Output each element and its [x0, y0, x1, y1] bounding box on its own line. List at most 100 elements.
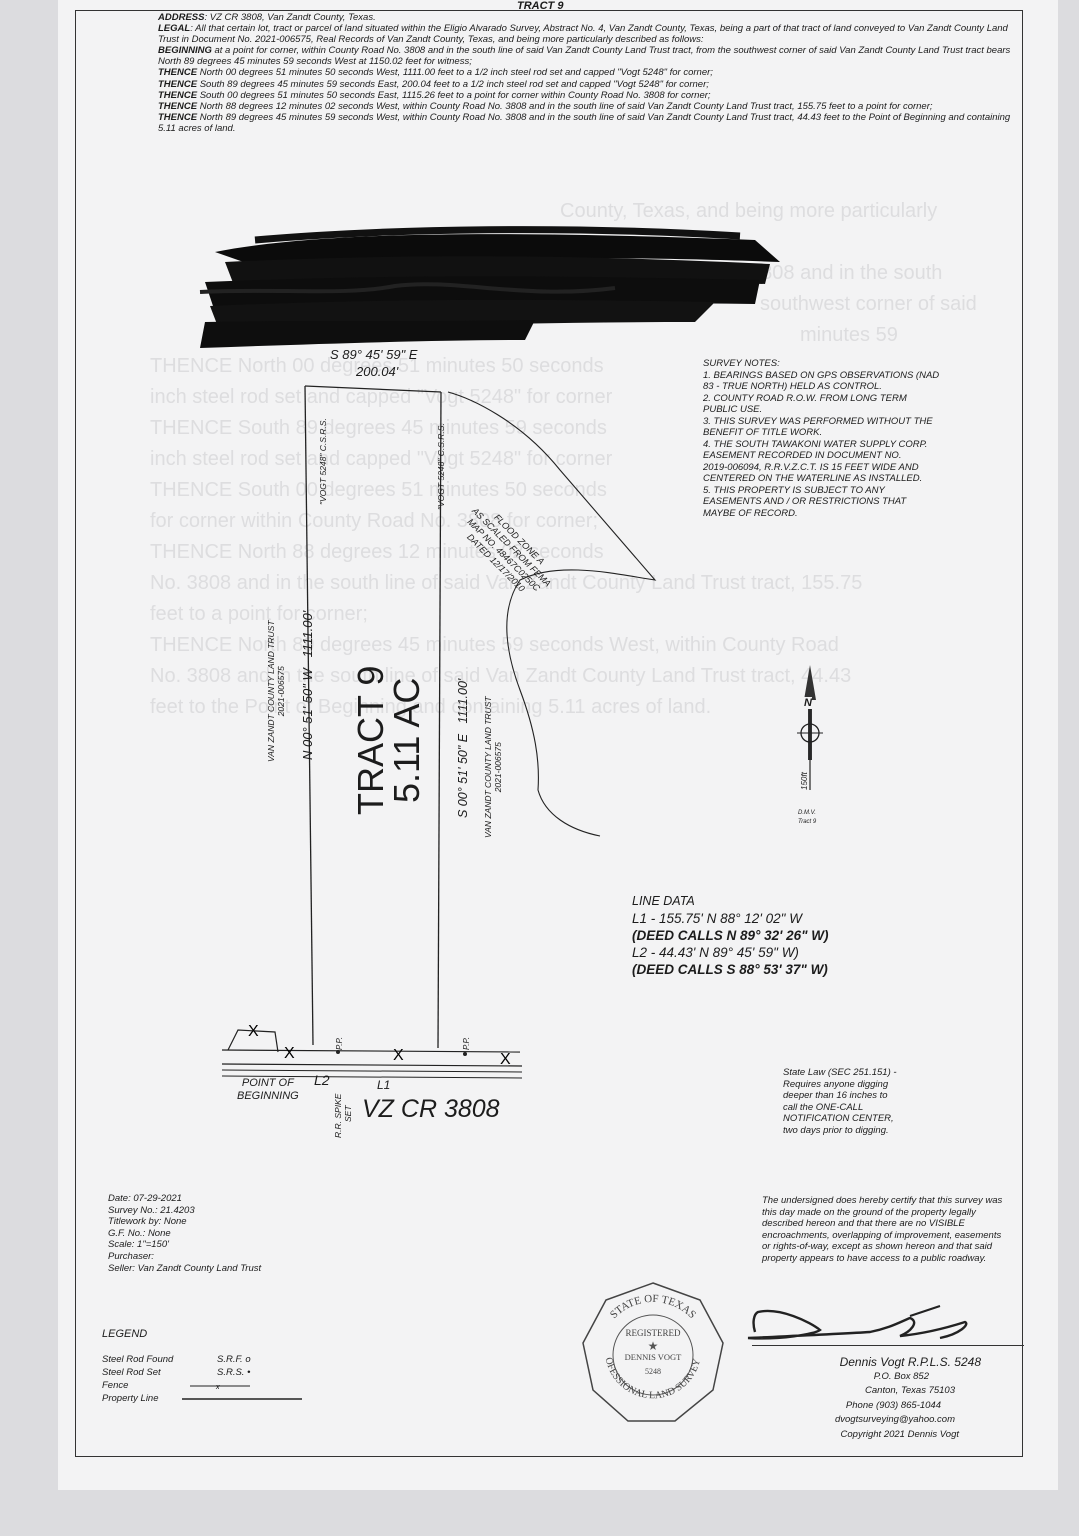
- redaction-scribble: [199, 226, 780, 348]
- legend-row: Property Line: [102, 1392, 322, 1405]
- thence-text: North 89 degrees 45 minutes 59 seconds W…: [158, 111, 1011, 134]
- legend-row: Steel Rod Set S.R.S. •: [102, 1366, 322, 1379]
- note-line: SURVEY NOTES:: [703, 358, 780, 369]
- note-line: CENTERED ON THE WATERLINE AS INSTALLED.: [703, 473, 923, 484]
- west-line-label: N 00° 51' 50" W 1111.00': [300, 611, 315, 760]
- east-line-label: S 00° 51' 50" E 1111.00': [456, 679, 470, 818]
- fence-x-mark: X: [248, 1023, 259, 1040]
- state-law-line: two days prior to digging.: [783, 1124, 889, 1136]
- east-owner-doc: 2021-006575: [493, 742, 503, 793]
- ghost-line: for corner within County Road No. 3808 f…: [150, 510, 598, 532]
- signature-line: [752, 1345, 1024, 1346]
- tract-area: 5.11 AC: [386, 677, 427, 804]
- state-law-line: deeper than 16 inches to: [783, 1090, 888, 1101]
- address-text: : VZ CR 3808, Van Zandt County, Texas.: [204, 12, 376, 23]
- east-distance: 1111.00': [456, 678, 470, 724]
- ghost-line: THENCE South 89 degrees 45 minutes 59 se…: [150, 417, 607, 439]
- top-bearing: S 89° 45' 59" E: [330, 347, 418, 362]
- ghost-line: No. 3808 and in the south line of said V…: [150, 572, 863, 594]
- l2-label: L2: [314, 1072, 330, 1088]
- west-owner: VAN ZANDT COUNTY LAND TRUST: [266, 620, 276, 762]
- east-pin-label: "VOGT 5248" C.S.R.S.: [436, 423, 446, 510]
- note-line: 5. THIS PROPERTY IS SUBJECT TO ANY: [703, 484, 885, 496]
- purchaser: Purchaser:: [108, 1250, 154, 1262]
- flood-zone-boundary: [447, 391, 657, 837]
- surveyor-email: dvogtsurveying@yahoo.com: [834, 1414, 955, 1425]
- west-pin-label: "VOGT 5248" C.S.R.S.: [318, 418, 328, 505]
- survey-date: Date: 07-29-2021: [108, 1193, 182, 1204]
- note-line: 3. THIS SURVEY WAS PERFORMED WITHOUT THE: [703, 415, 933, 427]
- note-line: PUBLIC USE.: [703, 404, 763, 415]
- surveyor-info: Dennis Vogt R.P.L.S. 5248 P.O. Box 852 C…: [796, 1355, 981, 1442]
- road-edge-line: [221, 1075, 523, 1079]
- legal-label: LEGAL: [158, 23, 191, 35]
- page-title: TRACT 9: [517, 0, 564, 12]
- seal-number-text: 5248: [645, 1367, 661, 1376]
- tract-label: TRACT 9 5.11 AC: [350, 666, 427, 815]
- power-pole-dot: [463, 1052, 467, 1056]
- surveyor-phone: Phone (903) 865-1044: [845, 1399, 941, 1411]
- note-line: MAYBE OF RECORD.: [703, 507, 798, 519]
- scale: Scale: 1"=150': [108, 1239, 169, 1251]
- thence-text: North 00 degrees 51 minutes 50 seconds W…: [197, 67, 713, 79]
- rr-spike-label: R.R. SPIKE SET: [333, 1094, 353, 1138]
- note-line: BENEFIT OF TITLE WORK.: [703, 427, 823, 438]
- legend-row: Fence x: [102, 1379, 322, 1392]
- seal-mid-text: REGISTERED: [626, 1328, 681, 1338]
- spike-line: R.R. SPIKE: [333, 1093, 343, 1138]
- line-data-row: (DEED CALLS N 89° 32' 26" W): [632, 928, 829, 943]
- surveyor-seal: STATE OF TEXAS PROFESSIONAL LAND SURVEYO…: [578, 1278, 724, 1422]
- ghost-line: THENCE North 89 degrees 45 minutes 59 se…: [150, 634, 839, 656]
- north-arrow-icon: [797, 665, 823, 790]
- certification-text: The undersigned does hereby certify that…: [762, 1195, 1003, 1264]
- seal-top-text: STATE OF TEXAS: [608, 1293, 698, 1321]
- note-line: 2. COUNTY ROAD R.O.W. FROM LONG TERM: [703, 392, 907, 404]
- ghost-line: minutes 59: [800, 324, 898, 346]
- ghost-line: southwest corner of said: [760, 293, 977, 315]
- power-pole-dot: [336, 1050, 340, 1054]
- surveyor-signature: [747, 1305, 968, 1340]
- line-data-title: LINE DATA: [632, 894, 695, 908]
- legal-description: ADDRESS: VZ CR 3808, Van Zandt County, T…: [158, 12, 1016, 134]
- seal-name-text: DENNIS VOGT: [625, 1352, 683, 1362]
- north-arrow-company: D.M.V.: [798, 810, 816, 816]
- surveyor-copyright: Copyright 2021 Dennis Vogt: [840, 1428, 959, 1440]
- line-data-row: L2 - 44.43' N 89° 45' 59" W): [632, 945, 799, 960]
- west-bearing: N 00° 51' 50" W: [300, 668, 315, 760]
- ghost-line: THENCE South 00 degrees 51 minutes 50 se…: [150, 479, 607, 501]
- surveyor-name: Dennis Vogt R.P.L.S. 5248: [839, 1355, 981, 1369]
- seller: Seller: Van Zandt County Land Trust: [108, 1262, 262, 1274]
- svg-text:x: x: [215, 1384, 220, 1389]
- star-icon: ★: [648, 1339, 659, 1353]
- ghost-line: feet to a point for corner;: [150, 603, 368, 625]
- road-edge-line: [221, 1063, 523, 1067]
- thence-label: THENCE: [158, 67, 198, 79]
- ghost-line: inch steel rod set and capped "Vogt 5248…: [150, 386, 613, 408]
- note-line: 1. BEARINGS BASED ON GPS OBSERVATIONS (N…: [703, 369, 940, 381]
- east-bearing: S 00° 51' 50" E: [456, 733, 470, 818]
- note-line: 83 - TRUE NORTH) HELD AS CONTROL.: [703, 381, 882, 392]
- north-arrow-scale: 150ft: [800, 772, 809, 790]
- ghost-line: County, Texas, and being more particular…: [560, 200, 938, 222]
- legal-text: : All that certain lot, tract or parcel …: [158, 23, 1008, 46]
- state-law-line: State Law (SEC 251.151) -: [783, 1067, 897, 1078]
- ghost-line: No. 3808 and in the south line of said V…: [150, 665, 852, 687]
- state-law-line: Requires anyone digging: [783, 1078, 889, 1090]
- survey-number: Survey No.: 21.4203: [108, 1204, 195, 1216]
- fence-x-mark: X: [393, 1047, 404, 1064]
- line-data-table: LINE DATA L1 - 155.75' N 88° 12' 02" W (…: [632, 893, 829, 978]
- gf-number: G.F. No.: None: [108, 1227, 171, 1239]
- ghost-line: THENCE North 88 degrees 12 minutes 02 se…: [150, 541, 604, 563]
- thence-label: THENCE: [158, 100, 198, 112]
- spike-line: SET: [343, 1105, 353, 1122]
- thence-text: South 00 degrees 51 minutes 50 seconds E…: [197, 89, 711, 101]
- legend-label: Property Line: [102, 1393, 159, 1404]
- surveyor-city: Canton, Texas 75103: [865, 1385, 955, 1396]
- thence-text: South 89 degrees 45 minutes 59 seconds E…: [197, 78, 709, 90]
- beginning-label: BEGINNING: [158, 45, 212, 57]
- l1-label: L1: [377, 1078, 391, 1092]
- west-owner-doc: 2021-006575: [276, 666, 286, 717]
- thence-label: THENCE: [158, 78, 198, 90]
- north-letter: N: [804, 697, 812, 709]
